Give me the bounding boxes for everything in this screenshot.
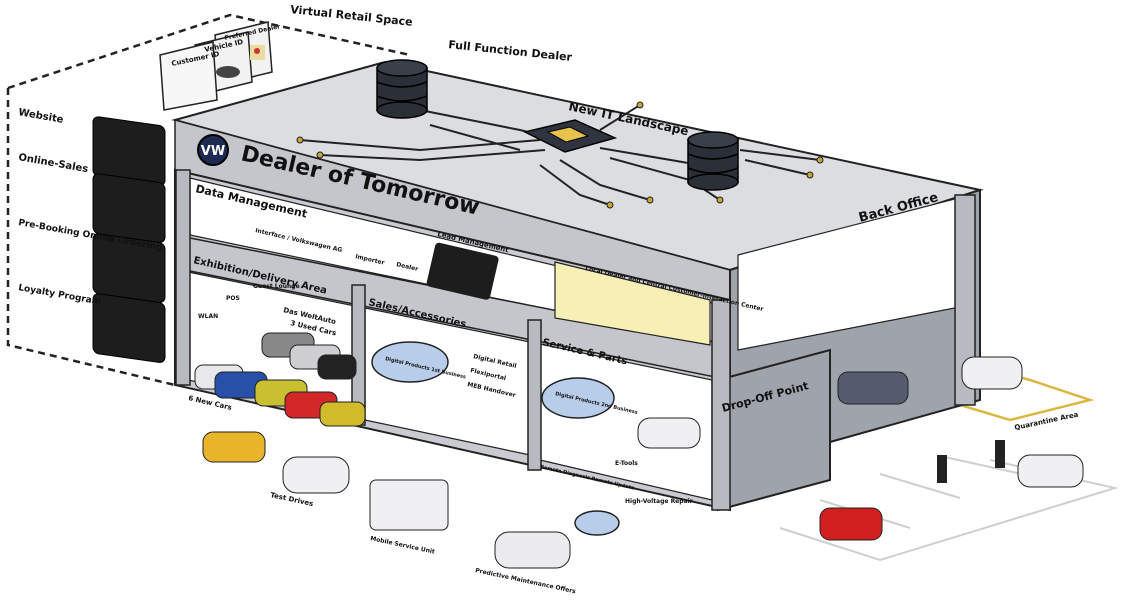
dealer-label: Dealer [396, 261, 419, 273]
service-lift-car [637, 417, 701, 449]
guest-lounge-label: Guest Lounge [253, 283, 300, 290]
cloud-icon [574, 510, 620, 536]
charging-station-icon [937, 455, 947, 483]
building [171, 60, 984, 512]
quarantine-car [961, 356, 1023, 390]
database-icon [687, 131, 739, 191]
website-label: Website [17, 107, 64, 126]
test-drives-label: Test Drives [270, 491, 314, 508]
drop-off-car [837, 371, 909, 405]
cloud-icon [541, 377, 615, 419]
quarantine-label: Quarantine Area [1014, 411, 1080, 432]
yellow-car [202, 431, 266, 463]
loyalty-program-label: Loyalty Program [17, 283, 101, 307]
cloud-icon [371, 341, 449, 383]
virtual-retail-space-label: Virtual Retail Space [290, 3, 413, 29]
red-car [819, 507, 883, 541]
test-drive-car [282, 456, 350, 494]
pos-label: POS [226, 295, 240, 302]
processor-chip-icon [522, 119, 618, 153]
call-center [554, 261, 711, 346]
svg-text:VW: VW [201, 144, 225, 159]
vw-logo-icon: VW [197, 134, 229, 166]
predictive-maintenance-car [494, 531, 571, 569]
charging-station-icon [995, 440, 1005, 468]
full-function-dealer-label: Full Function Dealer [448, 38, 573, 64]
database-icon [376, 59, 428, 119]
wlan-label: WLAN [198, 313, 218, 320]
predictive-maintenance-label: Predictive Maintenance Offers [475, 567, 577, 595]
online-sales-label: Online-Sales [17, 152, 89, 175]
customer-id-card [159, 41, 218, 111]
tablet-loyalty [92, 293, 166, 363]
exhibition-cars [194, 332, 366, 427]
lead-management-tablet-icon [426, 242, 499, 300]
mobile-service-label: Mobile Service Unit [370, 535, 436, 556]
car-icon [216, 66, 240, 78]
high-voltage-label: High-Voltage Repair [625, 498, 693, 505]
virtual-retail-space-boundary [6, 13, 411, 387]
it-circuit [296, 101, 824, 209]
charging-car [1017, 454, 1084, 488]
e-tools-label: E-Tools [615, 460, 638, 467]
mobile-service-van [369, 479, 449, 531]
id-cards [159, 21, 273, 111]
